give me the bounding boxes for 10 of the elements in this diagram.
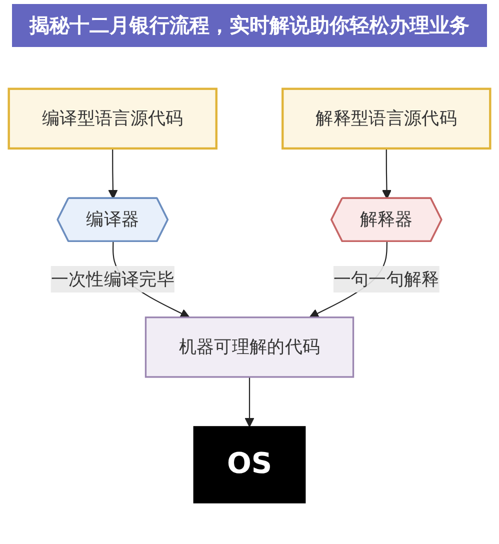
arrow xyxy=(244,376,254,427)
node-box: 编译型语言源代码 xyxy=(8,87,218,150)
arrow xyxy=(108,148,118,199)
edge-label: 一句一句解释 xyxy=(333,268,440,289)
node-box: 机器可理解的代码 xyxy=(144,316,354,378)
edge-label: 一次性编译完毕 xyxy=(50,268,174,289)
title-banner: 揭秘十二月银行流程，实时解说助你轻松办理业务 xyxy=(12,4,487,47)
arrow xyxy=(382,148,392,199)
node-box: OS xyxy=(193,426,306,504)
node-box: 解释型语言源代码 xyxy=(282,87,492,150)
